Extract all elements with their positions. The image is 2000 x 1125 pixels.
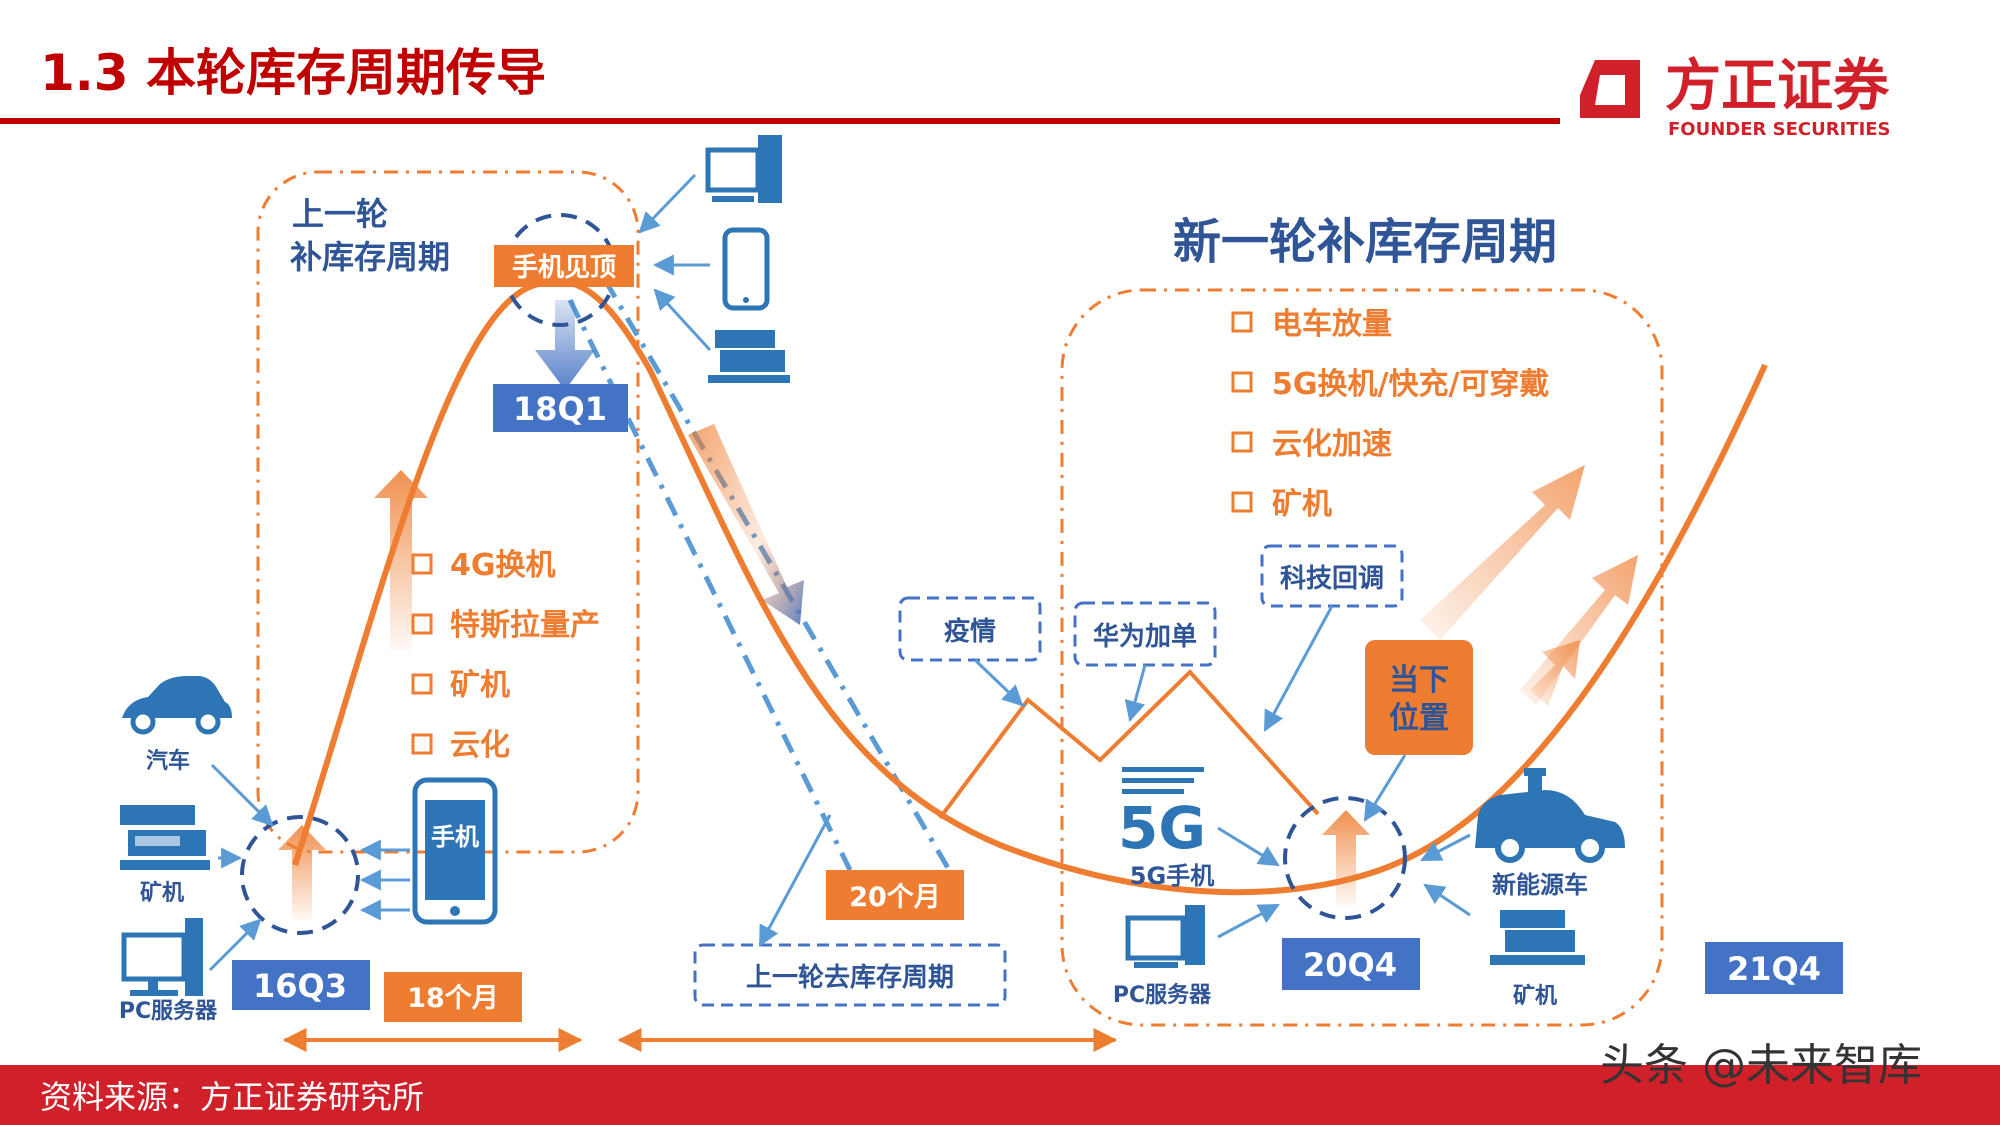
fiveg-big-label: 5G <box>1118 794 1206 862</box>
new-drivers-list: 电车放量 5G换机/快充/可穿戴 云化加速 矿机 <box>1231 307 1549 522</box>
fiveg-phone-label: 5G手机 <box>1130 862 1214 890</box>
upswing-arrow-right-3 <box>1520 555 1638 705</box>
pc-label-right: PC服务器 <box>1113 983 1212 1008</box>
connector-arrows <box>208 173 1471 972</box>
pc-icon-left <box>121 918 203 996</box>
source-note: 资料来源：方正证券研究所 <box>40 1078 424 1116</box>
quarter-box-20q4 <box>1282 938 1420 990</box>
logo-cn: 方正证券 <box>1665 54 1890 119</box>
quarter-box-21q4 <box>1705 942 1843 994</box>
brand-logo: 方正证券 FOUNDER SECURITIES <box>1580 54 1891 140</box>
phone-icon-left <box>412 777 498 925</box>
current-position-line1: 当下 <box>1389 663 1449 698</box>
car-label: 汽车 <box>146 748 190 774</box>
prev-destock-label: 上一轮去库存周期 <box>746 963 954 993</box>
pc-icon-top <box>705 135 782 203</box>
duration-box-18 <box>384 972 522 1022</box>
current-position-box <box>1365 640 1473 755</box>
header-rule <box>0 118 1560 124</box>
new-cycle-title: 新一轮补库存周期 <box>1173 214 1557 270</box>
duration-20: 20个月 <box>849 882 941 913</box>
current-arrow-20q4 <box>1322 810 1370 905</box>
quarter-20q4: 20Q4 <box>1303 946 1397 984</box>
upswing-arrow-left <box>374 470 428 650</box>
phone-label-left: 手机 <box>431 823 479 851</box>
logo-en: FOUNDER SECURITIES <box>1668 119 1891 140</box>
event-pandemic: 疫情 <box>944 616 996 647</box>
circle-20q4 <box>1283 796 1407 920</box>
prev-driver-1: 4G换机 <box>450 548 556 583</box>
ev-icon <box>1475 768 1625 863</box>
current-position-line2: 位置 <box>1389 701 1449 736</box>
footer-bar <box>0 1065 2000 1125</box>
pc-label-left: PC服务器 <box>119 999 218 1024</box>
miner-icon-right <box>1490 910 1585 965</box>
peak-label: 手机见顶 <box>512 253 616 283</box>
start-arrow-16q3 <box>278 825 326 920</box>
prev-cycle-title-line1: 上一轮 <box>292 195 388 233</box>
quarter-box-16q3 <box>232 960 370 1010</box>
new-driver-2: 5G换机/快充/可穿戴 <box>1272 367 1549 402</box>
miner-icon-top <box>708 330 790 383</box>
miner-label-right: 矿机 <box>1513 983 1557 1009</box>
quarter-box-18q1 <box>493 384 628 432</box>
prev-driver-4: 云化 <box>450 728 510 763</box>
downswing-arrow <box>688 424 804 625</box>
quarter-18q1: 18Q1 <box>513 390 607 428</box>
miner-icon-left <box>120 805 210 870</box>
prev-destock-box <box>693 943 1007 1007</box>
quarter-21q4: 21Q4 <box>1727 950 1821 988</box>
new-restock-box <box>1060 288 1664 1027</box>
fiveg-signal-icon <box>1122 767 1204 794</box>
new-driver-1: 电车放量 <box>1272 307 1392 342</box>
miner-label-left: 矿机 <box>140 880 184 906</box>
prev-drivers-list: 4G换机 特斯拉量产 矿机 云化 <box>411 548 600 763</box>
car-icon <box>122 676 232 735</box>
prev-restock-box <box>256 170 640 854</box>
pc-icon-right <box>1125 905 1205 968</box>
new-driver-4: 矿机 <box>1272 487 1332 522</box>
duration-18: 18个月 <box>407 983 499 1014</box>
prev-driver-2: 特斯拉量产 <box>450 608 600 643</box>
event-tech-pullback: 科技回调 <box>1280 564 1384 594</box>
circle-16q3 <box>240 815 360 935</box>
duration-box-20 <box>826 870 964 920</box>
peak-label-box <box>494 245 634 287</box>
event-box-pandemic <box>898 596 1042 662</box>
prev-driver-3: 矿机 <box>450 668 510 703</box>
prev-cycle-title-line2: 补库存周期 <box>290 238 450 276</box>
upswing-arrow-right-2 <box>1420 465 1585 640</box>
ev-label: 新能源车 <box>1492 871 1588 899</box>
peak-down-arrow <box>535 300 595 390</box>
phone-icon-top <box>722 227 770 311</box>
page-title: 1.3 本轮库存周期传导 <box>40 44 546 102</box>
watermark: 头条 @未来智库 <box>1600 1040 1922 1091</box>
event-huawei: 华为加单 <box>1093 621 1197 652</box>
new-driver-3: 云化加速 <box>1272 427 1392 462</box>
quarter-16q3: 16Q3 <box>253 967 347 1005</box>
event-zigzag <box>938 669 1320 820</box>
